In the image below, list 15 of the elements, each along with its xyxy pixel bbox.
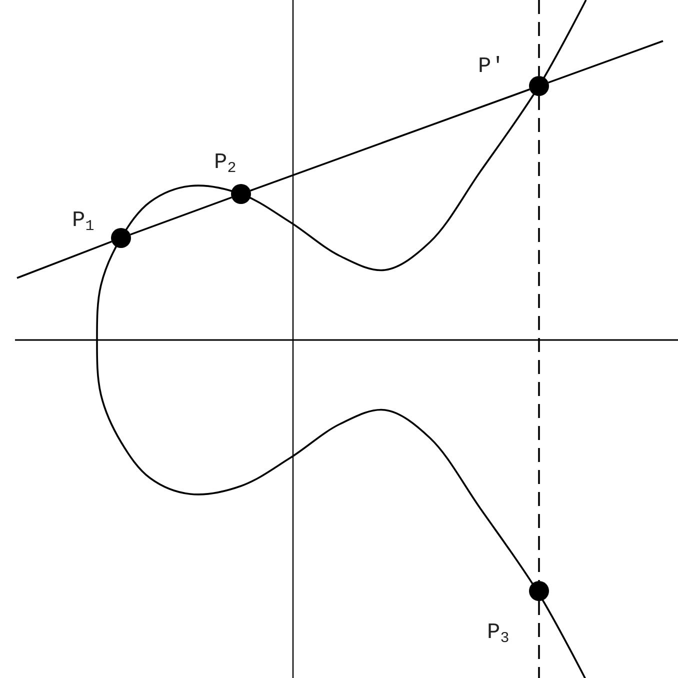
dashed-vertical-line: [538, 96, 540, 581]
point-dot: [111, 228, 131, 248]
point-dot: [231, 184, 251, 204]
point-label: P$_{2}$: [214, 152, 236, 176]
secant-line: [16, 240, 112, 279]
point-label: P′: [478, 56, 504, 78]
point-dot: [529, 581, 549, 601]
dashed-vertical-line: [538, 601, 540, 678]
point-label: P$_{3}$: [487, 622, 510, 646]
secant-line: [548, 40, 664, 84]
point-dot: [529, 76, 549, 96]
secant-line: [250, 88, 530, 192]
dashed-vertical-line: [538, 0, 540, 76]
point-label: P$_{1}$: [72, 210, 94, 234]
secant-line: [130, 196, 232, 236]
